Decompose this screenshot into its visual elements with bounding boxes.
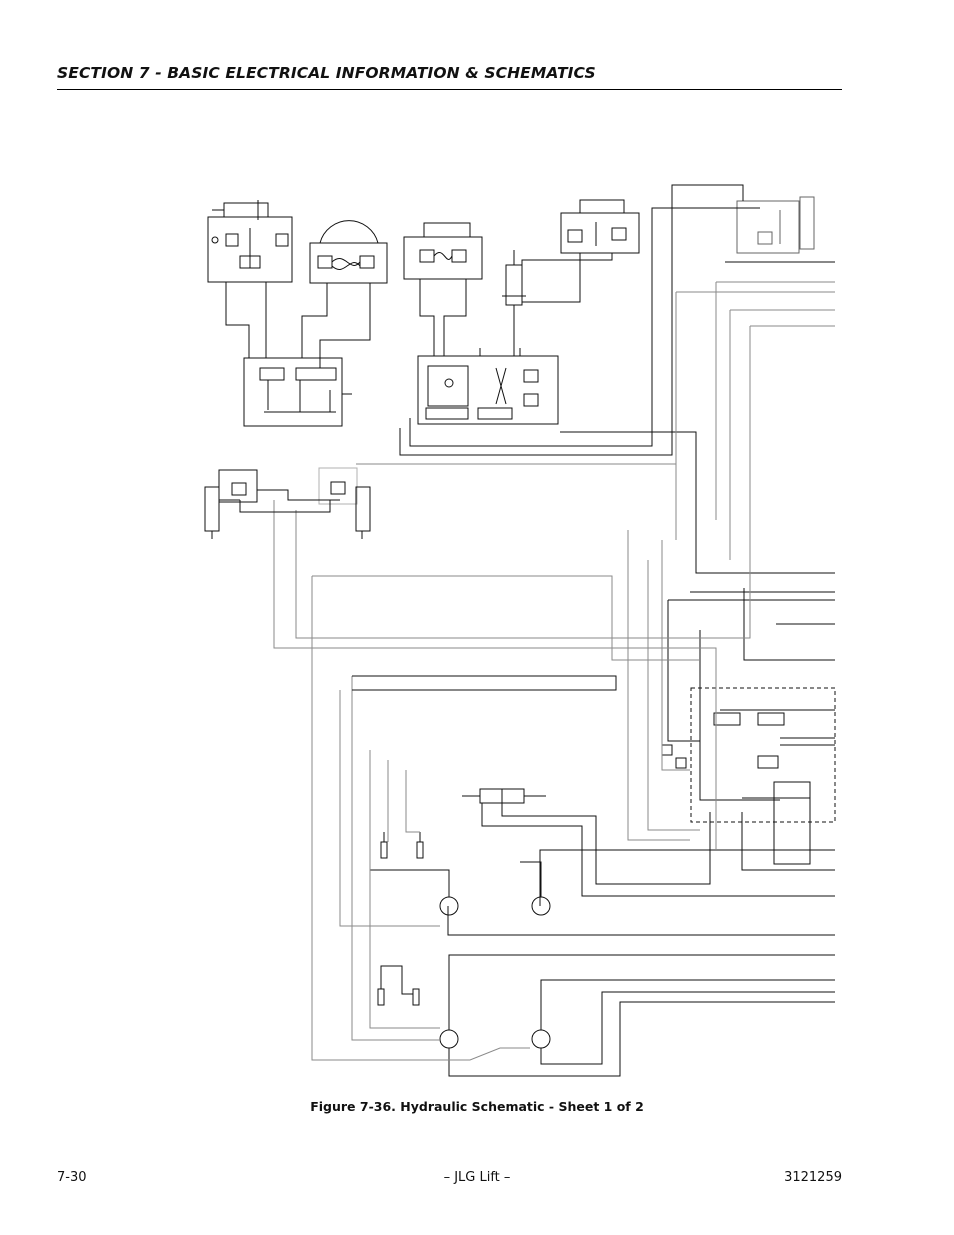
valve-block-far-right-top <box>725 196 835 263</box>
page-number: 7-30 <box>57 1170 87 1185</box>
manifold-left <box>243 357 352 427</box>
manifold-center <box>417 348 559 425</box>
motor-pair-lower <box>439 954 835 1077</box>
valve-block-upper-right <box>560 199 640 254</box>
valve-block-center-top <box>403 222 483 280</box>
cylinder-pair-left <box>204 469 258 539</box>
motor-pair-upper <box>369 861 551 926</box>
valve-block-upper-left <box>207 200 293 283</box>
header-rule <box>57 89 842 90</box>
footer-publisher: – JLG Lift – <box>443 1170 511 1185</box>
valve-block-rotator <box>309 220 388 284</box>
valve-bank-right <box>661 712 811 865</box>
document-number: 3121259 <box>784 1170 842 1185</box>
cylinder-pair-right <box>318 467 371 539</box>
cylinder-horizontal <box>462 788 546 804</box>
section-title: SECTION 7 - BASIC ELECTRICAL INFORMATION… <box>57 64 596 82</box>
figure-caption: Figure 7-36. Hydraulic Schematic - Sheet… <box>310 1099 644 1114</box>
